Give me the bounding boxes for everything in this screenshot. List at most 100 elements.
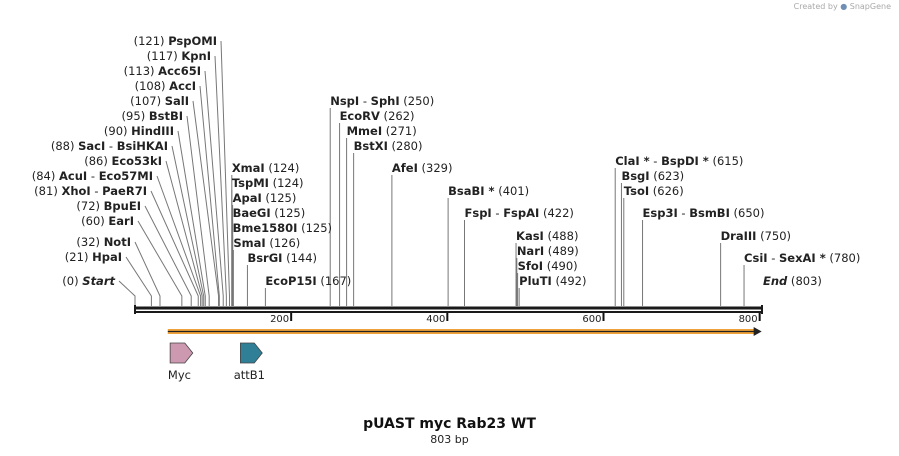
site-label: DraIII (750) [721,229,791,243]
site-enzyme-name: Start [82,274,115,288]
site-position: 84 [36,169,51,183]
site-label: BsgI (623) [621,169,684,183]
site-enzyme-name: BsrGI [247,251,282,265]
site-label: BstXI (280) [354,139,423,153]
site-position: 95 [126,109,141,123]
site-enzyme-name: HpaI [92,250,122,264]
site-position: 21 [69,250,84,264]
orf-arrowhead [753,327,762,336]
site-leader [156,175,202,306]
map-length: 803 bp [430,433,469,446]
site-enzyme-name: Esp3I [643,206,678,220]
site-position: 401 [503,184,525,198]
site-enzyme-name: End [763,274,788,288]
scale-tick-label: 600 [582,314,601,325]
site-leader [204,70,224,306]
site-label: EcoRV (262) [340,109,415,123]
site-position: 86 [89,154,104,168]
site-position: 0 [67,274,74,288]
site-label: (95) BstBI [122,109,183,123]
site-label: Bme1580I (125) [233,221,332,235]
site-label: (90) HindIII [104,124,174,138]
site-position: 750 [765,229,787,243]
site-leader [192,100,220,306]
site-enzyme-name: NotI [104,235,131,249]
site-enzyme-name: KpnI [181,49,211,63]
scale-tick-label: 400 [426,314,445,325]
site-label: KasI (488) [516,229,578,243]
site-alias-name: BspDI * [661,154,709,168]
snapgene-logo: ● [840,2,848,11]
site-leader [137,220,183,306]
site-alias-name: Eco57MI [99,169,153,183]
site-label: (84) AcuI - Eco57MI [32,169,153,183]
site-position: 167 [325,274,347,288]
site-position: 126 [274,236,296,250]
site-leader [171,145,205,306]
site-label: (107) SalI [130,94,189,108]
site-label: (60) EarI [81,214,134,228]
site-label: PluTI (492) [519,274,586,288]
snapgene-credit: Created by ● SnapGene [794,2,891,11]
site-alias-name: BsmBI [689,206,730,220]
site-position: 88 [55,139,70,153]
site-enzyme-name: AfeI [392,161,418,175]
site-label: SfoI (490) [518,259,578,273]
site-enzyme-name: HindIII [131,124,174,138]
site-position: 803 [795,274,817,288]
site-label: (72) BpuEI [76,199,141,213]
site-position: 250 [408,94,430,108]
site-leader [214,55,227,306]
site-position: 489 [552,244,574,258]
site-enzyme-name: FspI [465,206,492,220]
site-position: 144 [291,251,313,265]
site-label: FspI - FspAI (422) [465,206,574,220]
site-enzyme-name: ApaI [233,191,262,205]
site-label: TsoI (626) [624,184,684,198]
site-enzyme-name: BaeGI [233,206,271,220]
site-label: AfeI (329) [392,161,453,175]
site-enzyme-name: MmeI [347,124,383,138]
scale-tick-label: 800 [739,314,758,325]
site-labels: (0) Start(21) HpaI(32) NotI(60) EarI(72)… [32,34,861,288]
site-leader [186,115,210,306]
credit-prefix: Created by [793,2,838,11]
site-position: 422 [547,206,569,220]
site-enzyme-name: CsiI [744,251,768,265]
site-enzyme-name: SmaI [233,236,265,250]
site-label: (21) HpaI [65,250,122,264]
site-position: 623 [658,169,680,183]
site-position: 124 [273,161,295,175]
site-enzyme-name: AcuI [59,169,87,183]
site-alias-name: SphI [371,94,400,108]
site-label: NspI - SphI (250) [330,94,434,108]
site-label: EcoP15I (167) [265,274,351,288]
site-enzyme-name: EcoRV [340,109,380,123]
site-enzyme-name: EarI [108,214,134,228]
site-enzyme-name: BpuEI [104,199,141,213]
site-enzyme-name: Eco53kI [111,154,162,168]
site-label: (121) PspOMI [134,34,217,48]
site-position: 488 [552,229,574,243]
site-label: ApaI (125) [233,191,297,205]
site-position: 113 [128,64,150,78]
site-position: 60 [86,214,101,228]
feature-label: attB1 [234,368,265,382]
site-leader [150,190,199,306]
site-label: (88) SacI - BsiHKAI [51,139,168,153]
site-position: 72 [81,199,96,213]
site-leader-lines [118,40,745,306]
site-leader [125,256,152,306]
site-leader [134,241,161,306]
site-label: TspMI (124) [232,176,304,190]
site-enzyme-name: NarI [517,244,544,258]
site-label: BsrGI (144) [247,251,317,265]
site-position: 121 [138,34,160,48]
sequence-backbone [134,305,763,314]
site-label: BsaBI * (401) [448,184,529,198]
site-enzyme-name: BsgI [621,169,649,183]
site-position: 125 [270,191,292,205]
site-enzyme-name: TspMI [232,176,269,190]
site-alias-name: BsiHKAI [117,139,168,153]
